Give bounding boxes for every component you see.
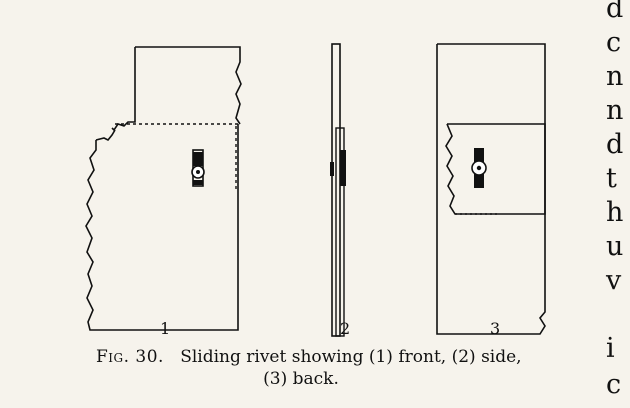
panel-3-back-view [436,43,546,335]
panel-1-front-view [85,46,242,331]
caption-line-2: (3) back. [263,369,339,389]
right-column-char: t [606,163,617,194]
right-column-char: u [606,231,624,262]
right-column-char: c [606,27,622,58]
right-column-char: v [606,265,622,296]
panel-2-side-view [330,43,346,337]
caption-line-1: Sliding rivet showing (1) front, (2) sid… [180,347,522,367]
figure-number: Fig. 30. [96,347,164,367]
panel-label-1: 1 [160,319,171,338]
right-column-char: i [606,333,615,364]
panel-label-3: 3 [490,319,501,338]
right-column-char: c [606,369,622,400]
right-column-char: n [606,95,624,126]
right-column-char: h [606,197,624,228]
panel-label-2: 2 [340,319,351,338]
figure-caption: Fig. 30. Sliding rivet showing (1) front… [96,346,566,390]
right-column-char: d [606,129,624,160]
right-column-char: d [606,0,624,24]
right-column-char: n [606,61,624,92]
